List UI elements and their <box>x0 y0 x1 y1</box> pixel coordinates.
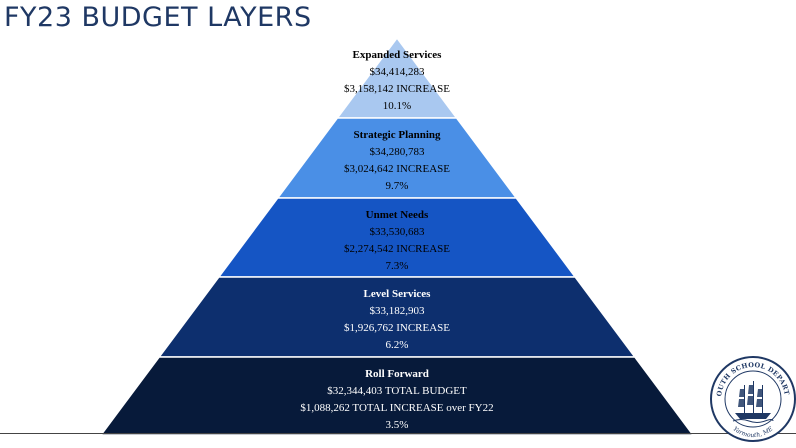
layer-percent: 3.5% <box>385 419 409 431</box>
layer-increase: $3,024,642 INCREASE <box>343 163 451 175</box>
layer-percent: 7.3% <box>385 260 409 272</box>
layer-roll-forward <box>99 356 695 436</box>
layer-increase: $1,926,762 INCREASE <box>343 322 451 334</box>
layer-name: Expanded Services <box>352 49 442 61</box>
layer-label-level-services: Level Services $33,182,903 $1,926,762 INCR… <box>344 286 450 354</box>
slide-title: FY23 BUDGET LAYERS <box>4 2 312 33</box>
layer-amount: $34,414,283 <box>369 66 425 78</box>
layer-percent: 6.2% <box>385 339 409 351</box>
footer-divider <box>0 433 796 434</box>
layer-amount: $32,344,403 TOTAL BUDGET <box>327 385 467 397</box>
layer-name: Roll Forward <box>365 368 429 380</box>
layer-increase: $3,158,142 INCREASE <box>343 83 451 95</box>
layer-label-roll-forward: Roll Forward $32,344,403 TOTAL BUDGET $1,0… <box>300 366 493 434</box>
sailing-ship-icon <box>732 381 774 423</box>
layer-name: Unmet Needs <box>365 209 429 221</box>
layer-percent: 9.7% <box>385 180 409 192</box>
layer-increase: $1,088,262 TOTAL INCREASE over FY22 <box>300 402 494 414</box>
layer-percent: 10.1% <box>382 100 412 112</box>
school-seal-logo: YARMOUTH SCHOOL DEPARTMENT Yarmouth, ME <box>709 355 796 442</box>
layer-name: Level Services <box>363 288 431 300</box>
layer-label-unmet-needs: Unmet Needs $33,530,683 $2,274,542 INCREAS… <box>344 207 450 275</box>
layer-amount: $33,530,683 <box>369 226 425 238</box>
layer-increase: $2,274,542 INCREASE <box>343 243 451 255</box>
layer-label-expanded-services: Expanded Services $34,414,283 $3,158,142 I… <box>344 47 450 115</box>
layer-amount: $34,280,783 <box>369 146 425 158</box>
layer-name: Strategic Planning <box>353 129 441 141</box>
layer-amount: $33,182,903 <box>369 305 425 317</box>
layer-label-strategic-planning: Strategic Planning $34,280,783 $3,024,642 … <box>344 127 450 195</box>
